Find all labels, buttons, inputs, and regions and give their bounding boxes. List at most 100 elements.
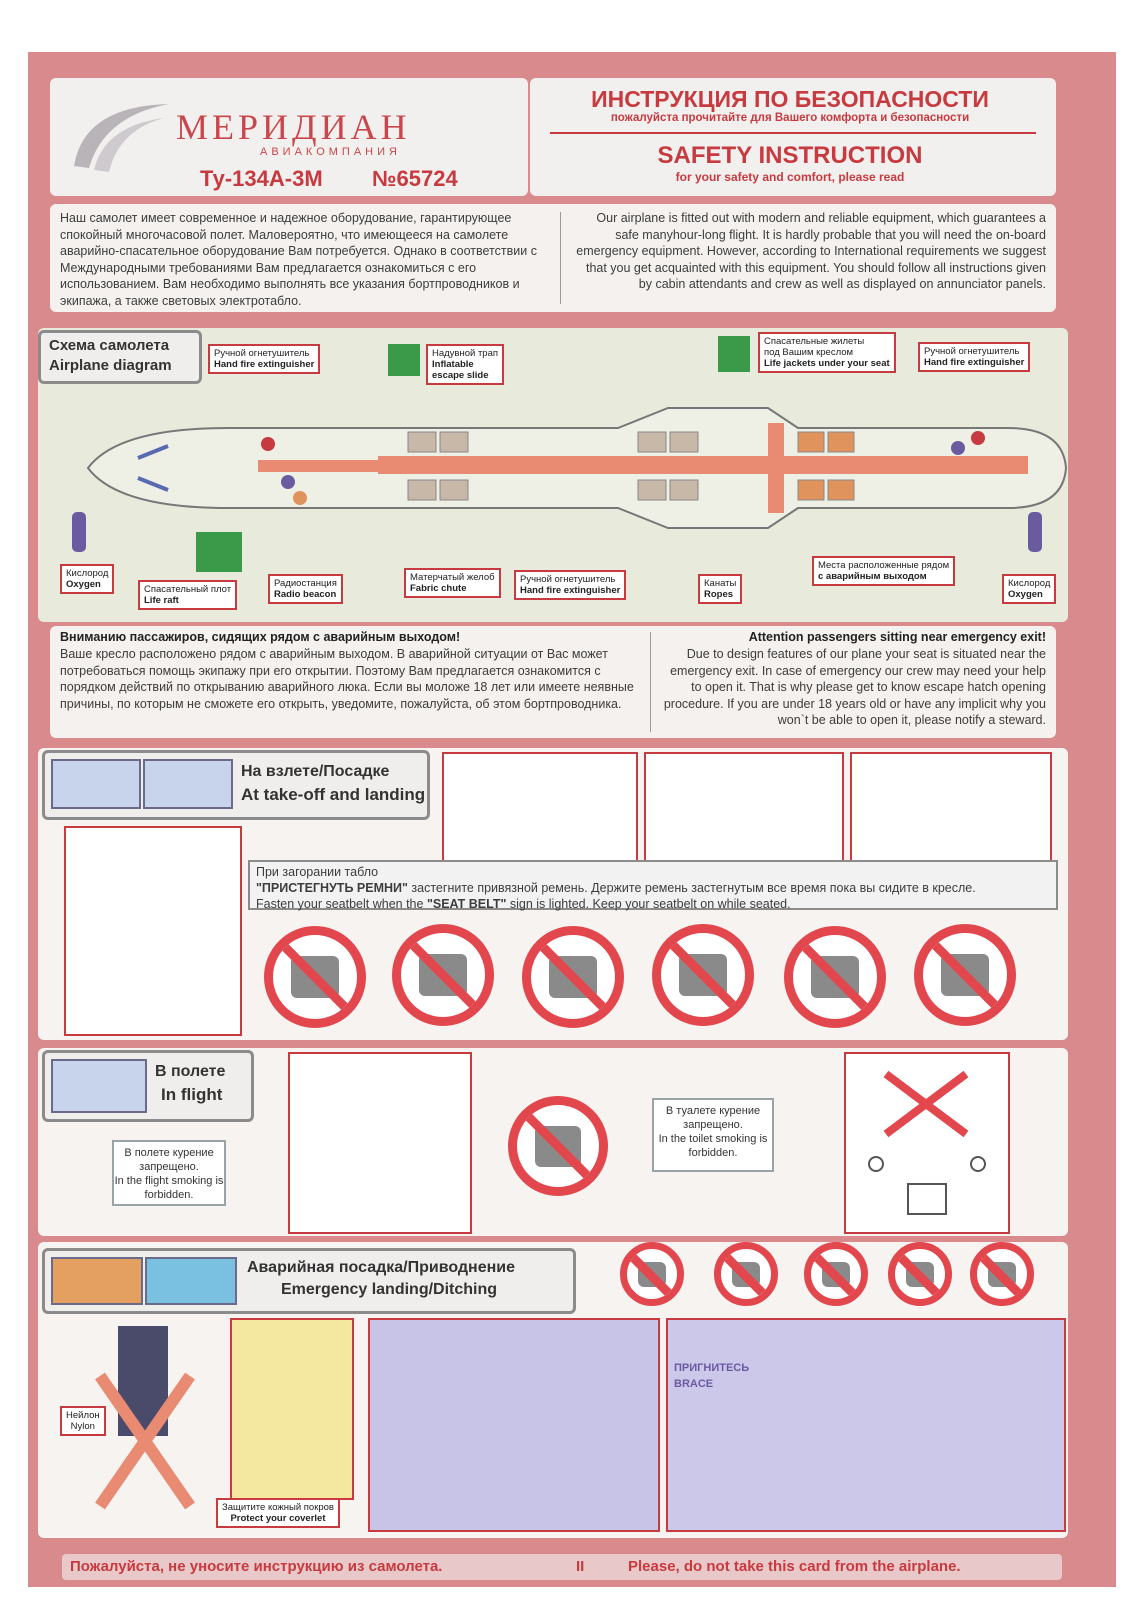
toilet-cross-icon xyxy=(868,1070,986,1215)
protect-coverlet-illustration xyxy=(230,1318,354,1500)
seatbelt-step-2 xyxy=(644,752,844,864)
no-cd-player-icon xyxy=(784,926,886,1028)
landing-plane-icon xyxy=(143,759,233,809)
inflight-title-en: In flight xyxy=(161,1085,223,1104)
takeoff-title-ru: На взлете/Посадке xyxy=(241,763,390,780)
toilet-note-en: In the toilet smoking is forbidden. xyxy=(658,1133,768,1159)
inflight-note-en: In the flight smoking is forbidden. xyxy=(114,1175,224,1201)
seatbelt-line-1: При загорании табло xyxy=(256,865,379,879)
safety-card: МЕРИДИАН АВИАКОМПАНИЯ Ту-134А-3М №65724 … xyxy=(28,52,1116,1587)
airplane-diagram-panel: Схема самолета Airplane diagram xyxy=(38,328,1068,622)
seatbelt-step-1 xyxy=(442,752,638,864)
brace-label-ru: ПРИГНИТЕСЬ xyxy=(674,1362,750,1374)
no-rc-toy-icon xyxy=(652,924,754,1026)
inflight-title-ru: В полете xyxy=(155,1063,226,1080)
emergency-title-ru: Аварийная посадка/Приводнение xyxy=(247,1259,516,1276)
no-mobile-phone-icon xyxy=(522,926,624,1028)
intro-panel: Наш самолет имеет современное и надежное… xyxy=(50,204,1056,312)
takeoff-panel: На взлете/Посадке At take-off and landin… xyxy=(38,748,1068,1040)
passengers-illustration xyxy=(288,1052,472,1234)
inflight-note-ru: В полете курение запрещено. xyxy=(124,1147,214,1173)
nylon-illustration xyxy=(90,1316,200,1516)
airline-logo-swoosh xyxy=(64,96,174,176)
footer-bar: Пожалуйста, не уносите инструкцию из сам… xyxy=(62,1554,1062,1580)
header-divider xyxy=(550,132,1036,134)
airline-name: МЕРИДИАН xyxy=(176,107,411,147)
inflight-no-smoking-note: В полете курение запрещено. In the fligh… xyxy=(112,1140,226,1206)
airline-subtitle: АВИАКОМПАНИЯ xyxy=(260,146,401,158)
ditching-plane-icon xyxy=(145,1257,237,1305)
takeoff-title-box: На взлете/Посадке At take-off and landin… xyxy=(42,750,430,820)
exit-notice-panel: Вниманию пассажиров, сидящих рядом с ава… xyxy=(50,626,1056,738)
intro-text-ru: Наш самолет имеет современное и надежное… xyxy=(60,211,537,308)
life-jacket-icon xyxy=(718,336,750,372)
fuselage-diagram xyxy=(78,388,1068,548)
toilet-no-smoking-illustration xyxy=(844,1052,1010,1234)
emergency-title-en: Emergency landing/Ditching xyxy=(281,1281,498,1298)
exit-notice-body-ru: Ваше кресло расположено рядом с аварийны… xyxy=(60,647,634,711)
inflight-no-smoking-icon xyxy=(508,1096,608,1196)
seatbelt-step-3 xyxy=(850,752,1052,864)
inflight-panel: В полете In flight В полете курение запр… xyxy=(38,1048,1068,1236)
inflight-plane-icon xyxy=(51,1059,147,1113)
intro-text-en: Our airplane is fitted out with modern a… xyxy=(576,211,1046,291)
diagram-title-en: Airplane diagram xyxy=(49,357,172,374)
toilet-note-ru: В туалете курение запрещено. xyxy=(665,1105,761,1131)
seatbelt-line-3: Fasten your seatbelt when the "SEAT BELT… xyxy=(256,897,791,911)
no-glasses-icon xyxy=(970,1242,1034,1306)
brace-position-illustration-1 xyxy=(368,1318,660,1532)
footer-text-en: Please, do not take this card from the a… xyxy=(628,1558,961,1575)
inflight-title-box: В полете In flight xyxy=(42,1050,254,1122)
no-high-heels-icon xyxy=(714,1242,778,1306)
emergency-title-box: Аварийная посадка/Приводнение Emergency … xyxy=(42,1248,576,1314)
header-title-panel: ИНСТРУКЦИЯ ПО БЕЗОПАСНОСТИ пожалуйста пр… xyxy=(530,78,1056,196)
title-en: SAFETY INSTRUCTION xyxy=(657,142,923,169)
exit-notice-body-en: Due to design features of our plane your… xyxy=(663,647,1046,727)
seatbelt-instruction-box: При загорании табло "ПРИСТЕГНУТЬ РЕМНИ" … xyxy=(248,860,1058,911)
subtitle-ru: пожалуйста прочитайте для Вашего комфорт… xyxy=(610,112,970,124)
title-ru: ИНСТРУКЦИЯ ПО БЕЗОПАСНОСТИ xyxy=(591,86,989,112)
seatbelt-line-2: "ПРИСТЕГНУТЬ РЕМНИ" застегните привязной… xyxy=(256,881,976,895)
oxygen-bottle-icon-2 xyxy=(1028,512,1042,552)
toilet-no-smoking-note: В туалете курение запрещено. In the toil… xyxy=(652,1098,774,1172)
brace-position-illustration-2: ПРИГНИТЕСЬ BRACE xyxy=(666,1318,1066,1532)
exit-notice-title-ru: Вниманию пассажиров, сидящих рядом с ава… xyxy=(60,630,461,644)
takeoff-plane-icon xyxy=(51,759,141,809)
diagram-title-ru: Схема самолета xyxy=(49,337,170,354)
aircraft-type: Ту-134А-3М xyxy=(200,166,323,191)
life-raft-icon xyxy=(196,532,242,572)
diagram-title-box: Схема самолета Airplane diagram xyxy=(38,330,202,384)
header-logo-panel: МЕРИДИАН АВИАКОМПАНИЯ Ту-134А-3М №65724 xyxy=(50,78,528,196)
no-laptop-icon xyxy=(392,924,494,1026)
escape-slide-icon xyxy=(388,344,420,376)
footer-text-ru: Пожалуйста, не уносите инструкцию из сам… xyxy=(70,1558,443,1575)
exit-notice-divider xyxy=(650,632,651,732)
emergency-panel: Аварийная посадка/Приводнение Emergency … xyxy=(38,1242,1068,1538)
landing-plane-icon-2 xyxy=(51,1257,143,1305)
takeoff-title-en: At take-off and landing xyxy=(241,785,426,804)
oxygen-bottle-icon xyxy=(72,512,86,552)
subtitle-en: for your safety and comfort, please read xyxy=(675,170,905,184)
no-sharp-objects-icon xyxy=(620,1242,684,1306)
aircraft-number: №65724 xyxy=(372,166,458,191)
footer-separator: II xyxy=(576,1558,585,1575)
exit-notice-title-en: Attention passengers sitting near emerge… xyxy=(748,630,1046,644)
no-camera-icon xyxy=(914,924,1016,1026)
intro-divider xyxy=(560,212,561,304)
no-pen-icon xyxy=(888,1242,952,1306)
no-tie-icon xyxy=(804,1242,868,1306)
brace-label-en: BRACE xyxy=(674,1378,714,1390)
